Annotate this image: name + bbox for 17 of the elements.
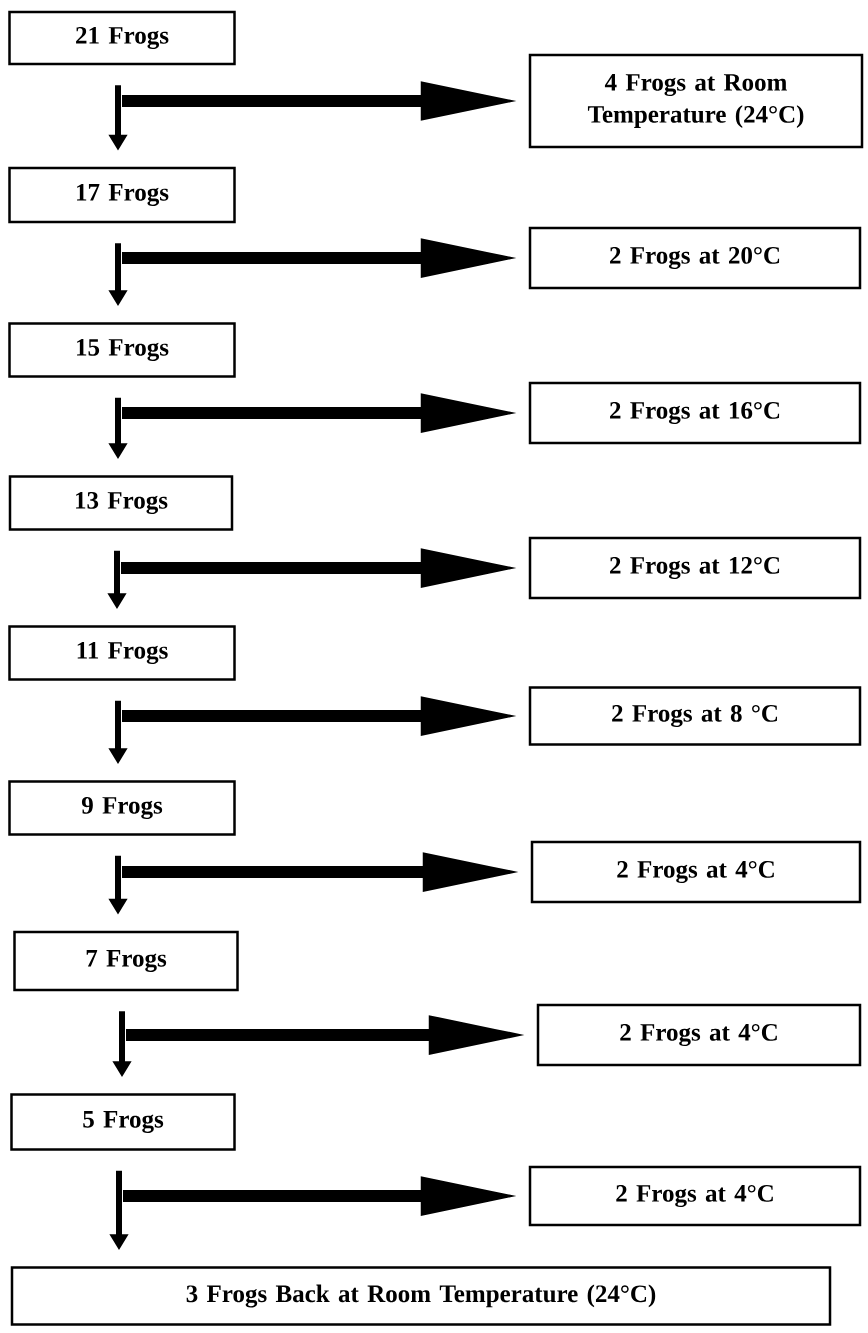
process-box: 2 Frogs at 12°C	[528, 536, 862, 600]
process-box: 5 Frogs	[10, 1093, 236, 1151]
process-box: 2 Frogs at 8 °C	[528, 686, 862, 746]
process-box: 2 Frogs at 4°C	[536, 1003, 862, 1067]
process-box: 9 Frogs	[8, 780, 236, 836]
process-box: 2 Frogs at 4°C	[530, 840, 862, 904]
process-box: 7 Frogs	[13, 930, 239, 992]
process-box: 17 Frogs	[8, 166, 236, 224]
process-box: 2 Frogs at 16°C	[528, 381, 862, 445]
process-box: 2 Frogs at 20°C	[528, 226, 862, 290]
process-box: 13 Frogs	[8, 475, 234, 531]
process-box: 3 Frogs Back at Room Temperature (24°C)	[10, 1266, 832, 1326]
process-box: 2 Frogs at 4°C	[528, 1165, 862, 1227]
process-box: 4 Frogs at Room Temperature (24°C)	[528, 53, 864, 149]
process-box: 21 Frogs	[8, 10, 236, 66]
process-box: 15 Frogs	[8, 322, 236, 378]
process-box: 11 Frogs	[8, 625, 236, 681]
